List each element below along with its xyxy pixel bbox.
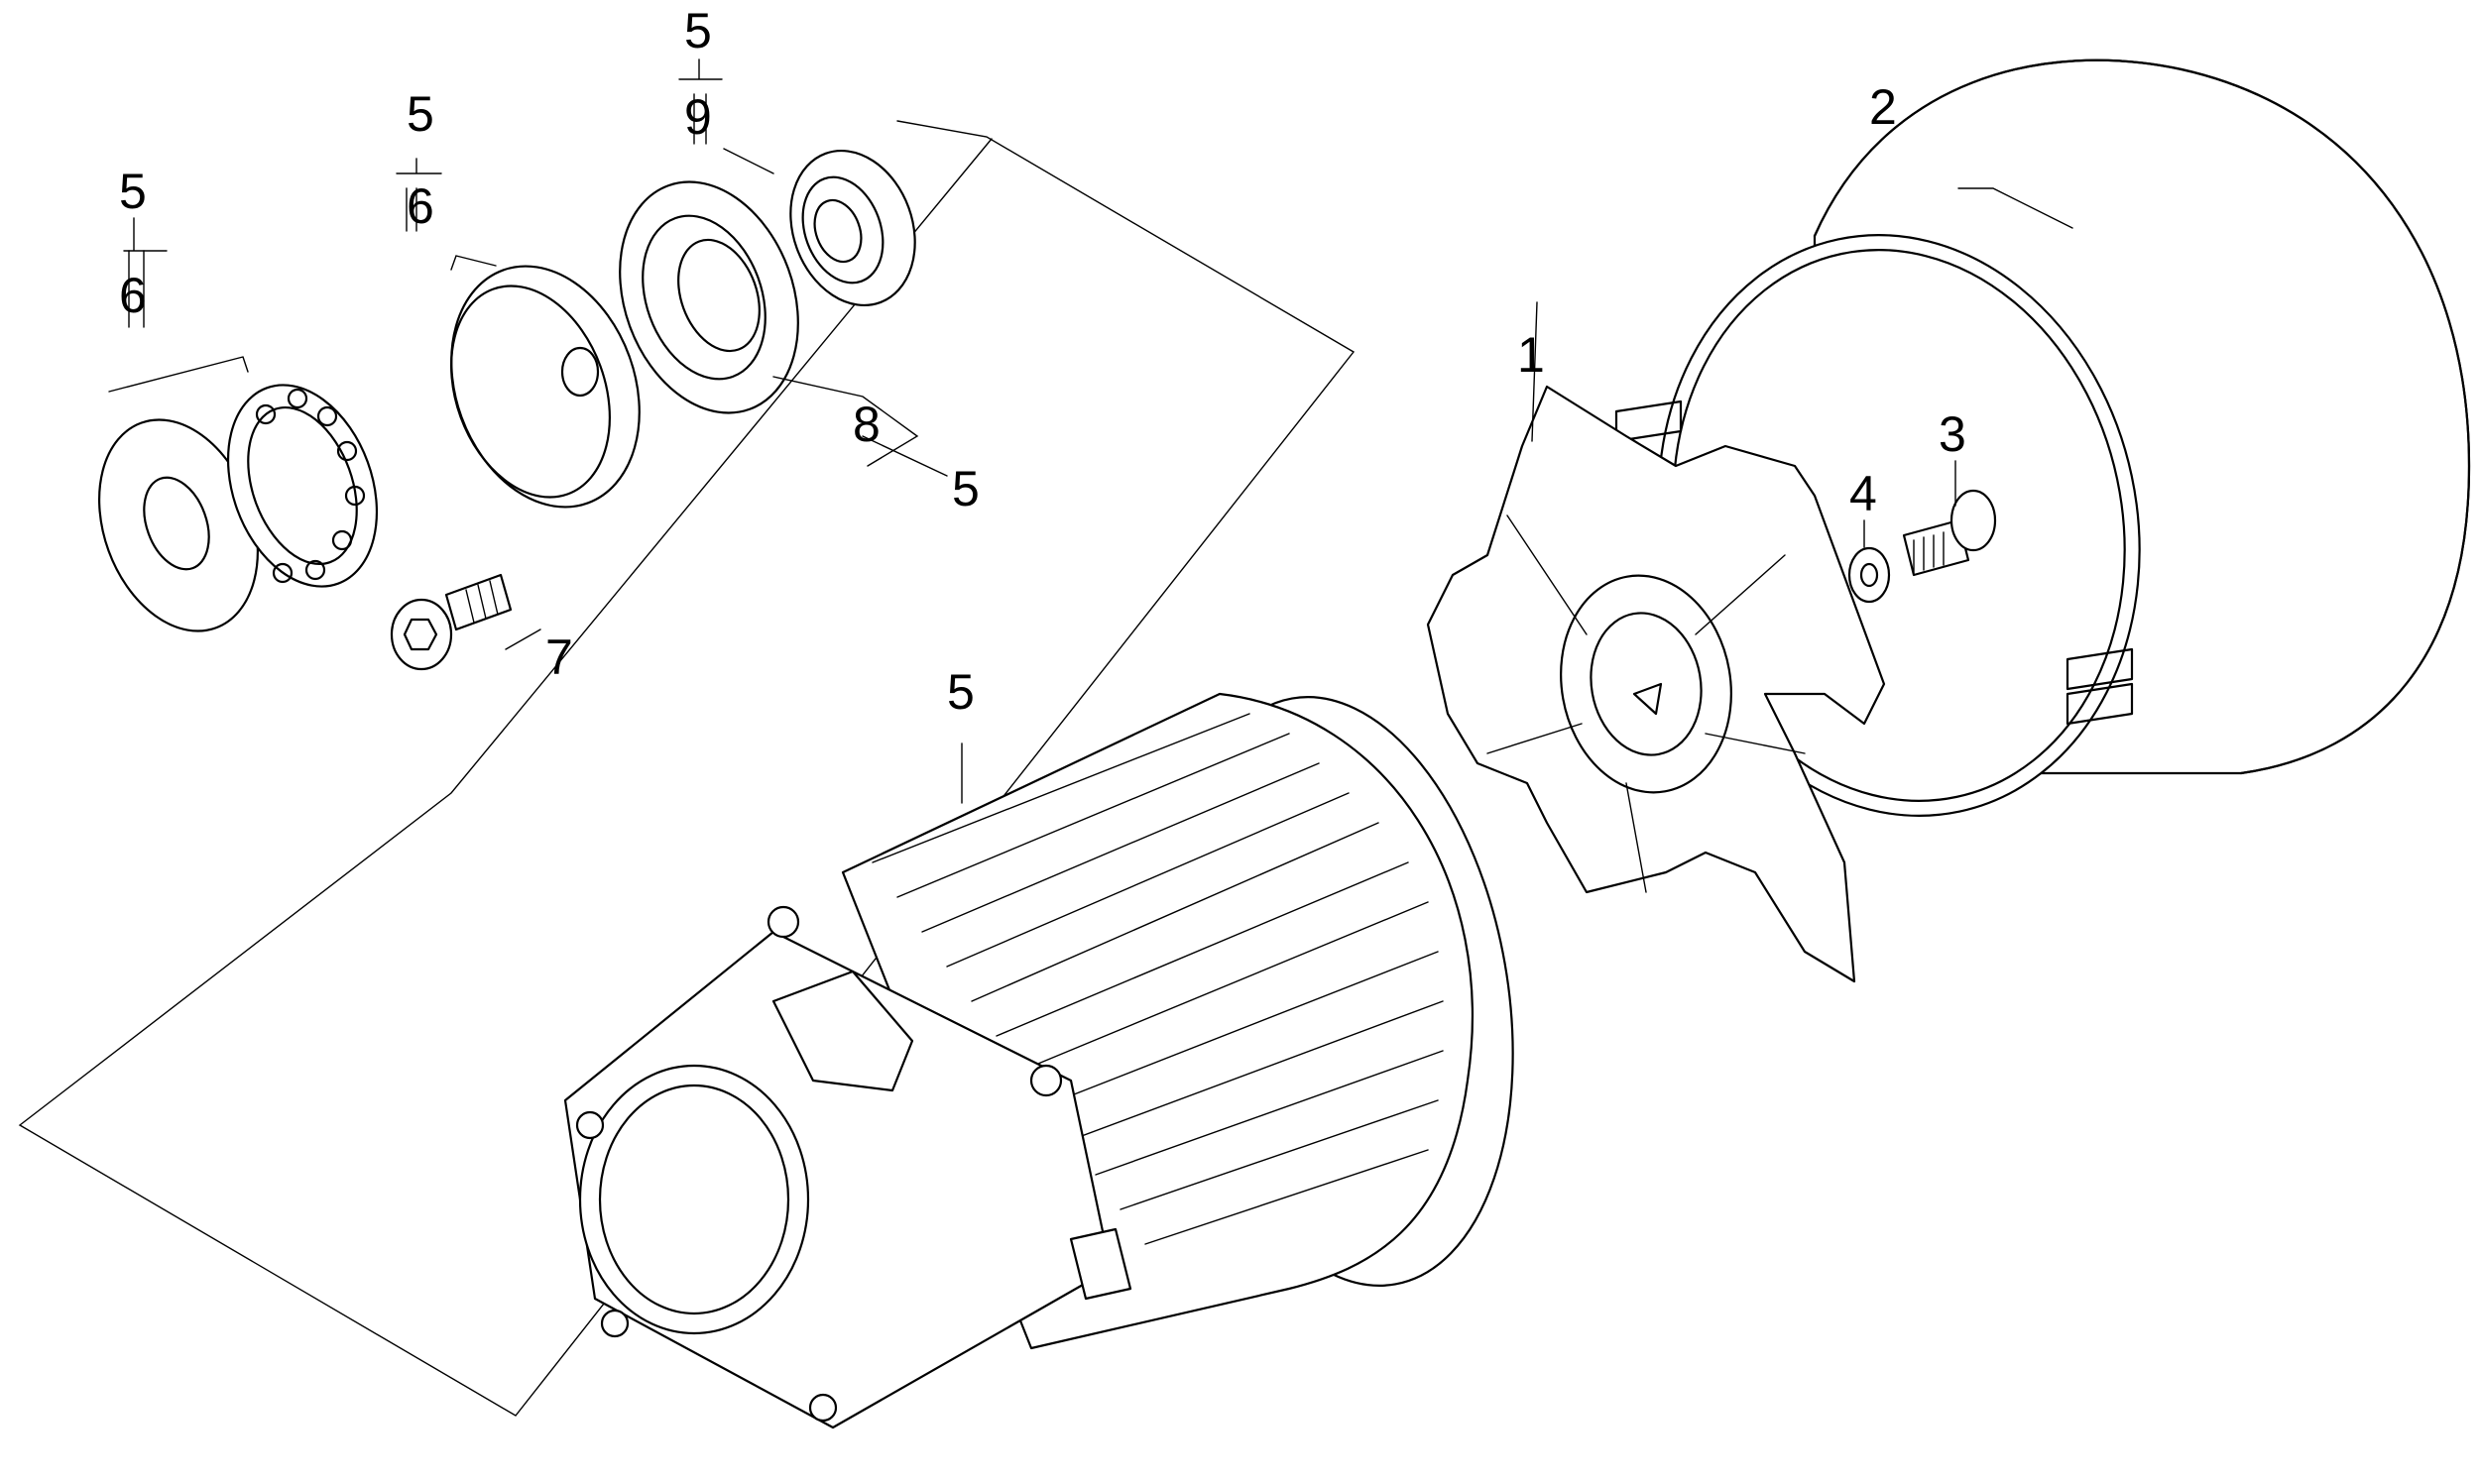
label-motor-housing: 5	[947, 664, 975, 720]
motor-housing-part	[563, 692, 1514, 1429]
fan-part	[1426, 385, 1886, 983]
label-screw: 3	[1939, 406, 1966, 462]
label-bearing-sub: 8	[853, 397, 881, 452]
label-seal-kit: 5	[684, 3, 712, 58]
label-bolt: 7	[545, 629, 573, 685]
label-fan: 1	[1517, 327, 1545, 383]
bolt-part	[390, 573, 513, 671]
bearing-cap-part	[450, 265, 641, 509]
label-washer: 4	[1849, 466, 1877, 521]
leader-lines	[108, 58, 2073, 804]
shaft-seal-part	[789, 149, 916, 307]
thrust-bearing-part	[226, 384, 379, 588]
washer-part	[1847, 546, 1891, 604]
ball-bearing-part	[619, 180, 799, 414]
assembly-outline	[18, 120, 1356, 1417]
screw-part	[1902, 489, 1997, 577]
label-ring-sub: 6	[119, 268, 147, 323]
label-ring-kit: 5	[119, 164, 147, 219]
label-cap-sub: 6	[407, 178, 434, 234]
ring-disc-part	[98, 418, 259, 632]
label-seal-sub: 9	[684, 89, 712, 145]
label-cap-kit: 5	[407, 86, 434, 142]
label-fan-cover: 2	[1869, 79, 1897, 135]
label-bearing-kit: 5	[952, 461, 980, 516]
